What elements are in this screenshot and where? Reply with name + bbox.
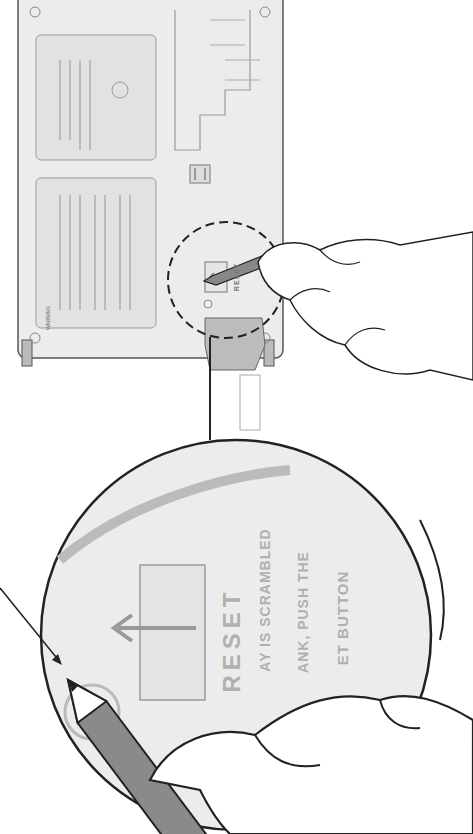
fine-print [60, 60, 130, 310]
power-plug [205, 318, 265, 370]
warning-label [36, 178, 156, 328]
label-text: AY IS SCRAMBLED [258, 528, 272, 671]
zoom-leader [209, 337, 211, 440]
label-text: RESET [220, 587, 244, 692]
terminal-slot [210, 20, 260, 80]
label-text: ET BUTTON [335, 571, 350, 666]
cord-slot [240, 375, 260, 430]
label-text: ANK, PUSH THE [296, 551, 310, 673]
leader-line [0, 588, 60, 662]
controller-foot [264, 340, 274, 366]
push-arrow [114, 615, 196, 641]
hand [258, 232, 473, 380]
terminal-block [190, 165, 210, 183]
screw [30, 7, 270, 343]
label-text: WARNING [46, 306, 51, 330]
rating-label [36, 35, 156, 160]
label-text: RESET [233, 263, 240, 291]
listing-mark [112, 82, 128, 98]
reset-button-zoom [140, 565, 205, 700]
controller-foot [22, 340, 32, 366]
panel-edge [60, 470, 290, 560]
hand-zoom [150, 696, 473, 834]
controller-case [18, 0, 283, 358]
